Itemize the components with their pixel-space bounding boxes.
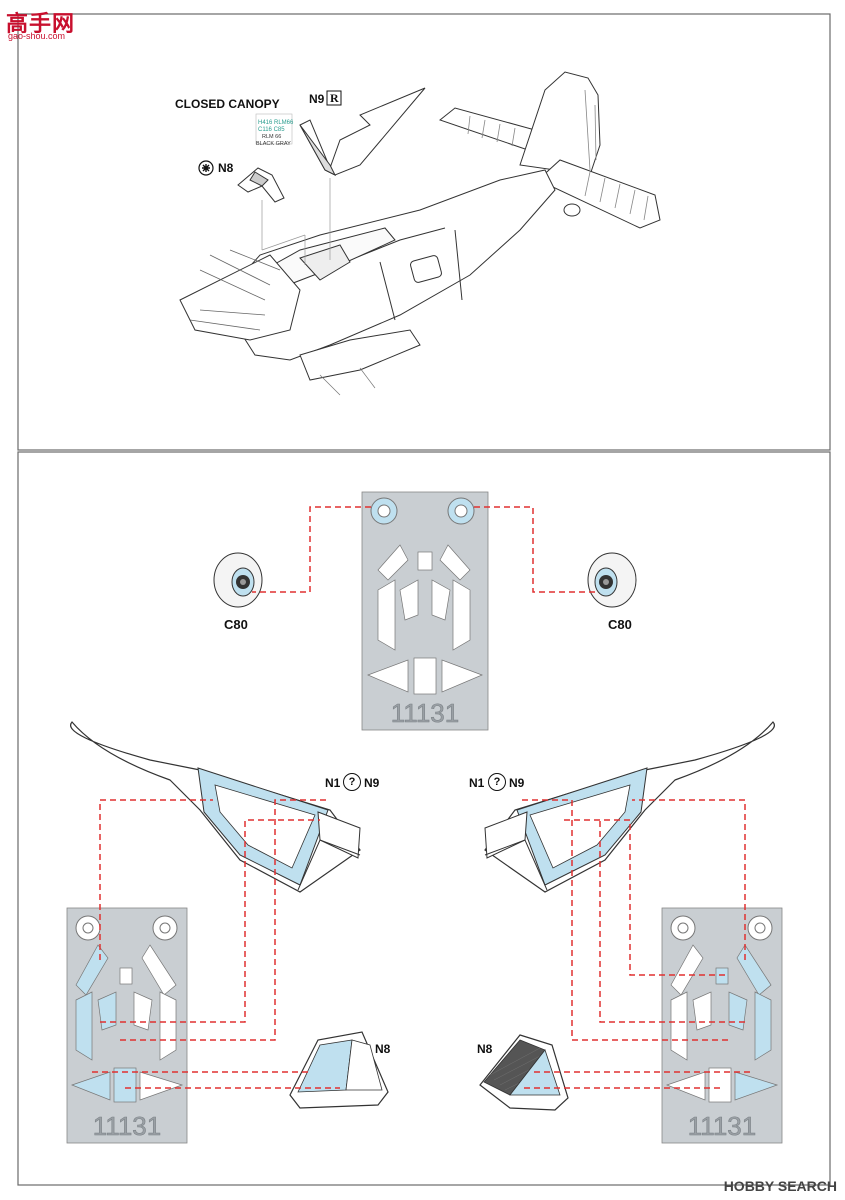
left-windscreen-n8 (289, 1031, 389, 1109)
part-label-n8-left: N8 (375, 1042, 391, 1056)
center-mask-number: 11131 (391, 698, 459, 728)
mask-lead-lines (92, 799, 750, 1089)
paint-callout-line-1: H416 RLM66 (258, 120, 294, 126)
part-label-n1-right: N1 (469, 776, 485, 790)
right-windscreen-n8 (479, 1034, 569, 1111)
site-logo: 高手网 gao-shou.com (6, 6, 76, 41)
part-label-n1-left: N1 (325, 776, 341, 790)
wheel-label-right: C80 (608, 617, 632, 632)
wheel-label-left: C80 (224, 617, 248, 632)
part-label-n8-right: N8 (477, 1042, 493, 1056)
left-mask-number: 11131 (93, 1111, 161, 1141)
right-mask-number: 11131 (688, 1111, 756, 1141)
right-canopy (484, 721, 775, 893)
aircraft-drawing (179, 71, 661, 396)
wheel-lead-lines (252, 506, 598, 593)
paint-callout-line-2: C116 C85 (258, 127, 285, 133)
part-label-n9-left: N9 (364, 776, 380, 790)
paint-callout-box (255, 113, 293, 145)
site-logo-text: 高手网 (6, 11, 76, 36)
part-label-n8-top: N8 (218, 161, 234, 175)
part-label-n9-right: N9 (509, 776, 525, 790)
top-leader-lines (261, 178, 331, 265)
r-symbol-box (326, 90, 342, 106)
paint-callout-line-4: BLACK GRAY (256, 141, 291, 147)
top-panel-frame (17, 13, 831, 451)
left-wheel (213, 552, 263, 608)
part-label-n9-top: N9 (309, 92, 325, 106)
hobby-search-watermark: HOBBY SEARCH (723, 1178, 837, 1194)
paint-callout-line-3: RLM 66 (262, 134, 281, 140)
site-logo-url: gao-shou.com (8, 31, 66, 41)
center-mask-sheet (361, 491, 489, 731)
bottom-panel-frame (17, 451, 831, 1186)
left-canopy (70, 721, 361, 893)
right-mask-sheet (661, 907, 783, 1144)
question-symbol-right: ? (488, 773, 506, 791)
r-symbol: R (330, 91, 339, 105)
question-symbol-left: ? (343, 773, 361, 791)
left-mask-sheet (66, 907, 188, 1144)
right-wheel (587, 552, 637, 608)
closed-canopy-title: CLOSED CANOPY (175, 97, 280, 111)
